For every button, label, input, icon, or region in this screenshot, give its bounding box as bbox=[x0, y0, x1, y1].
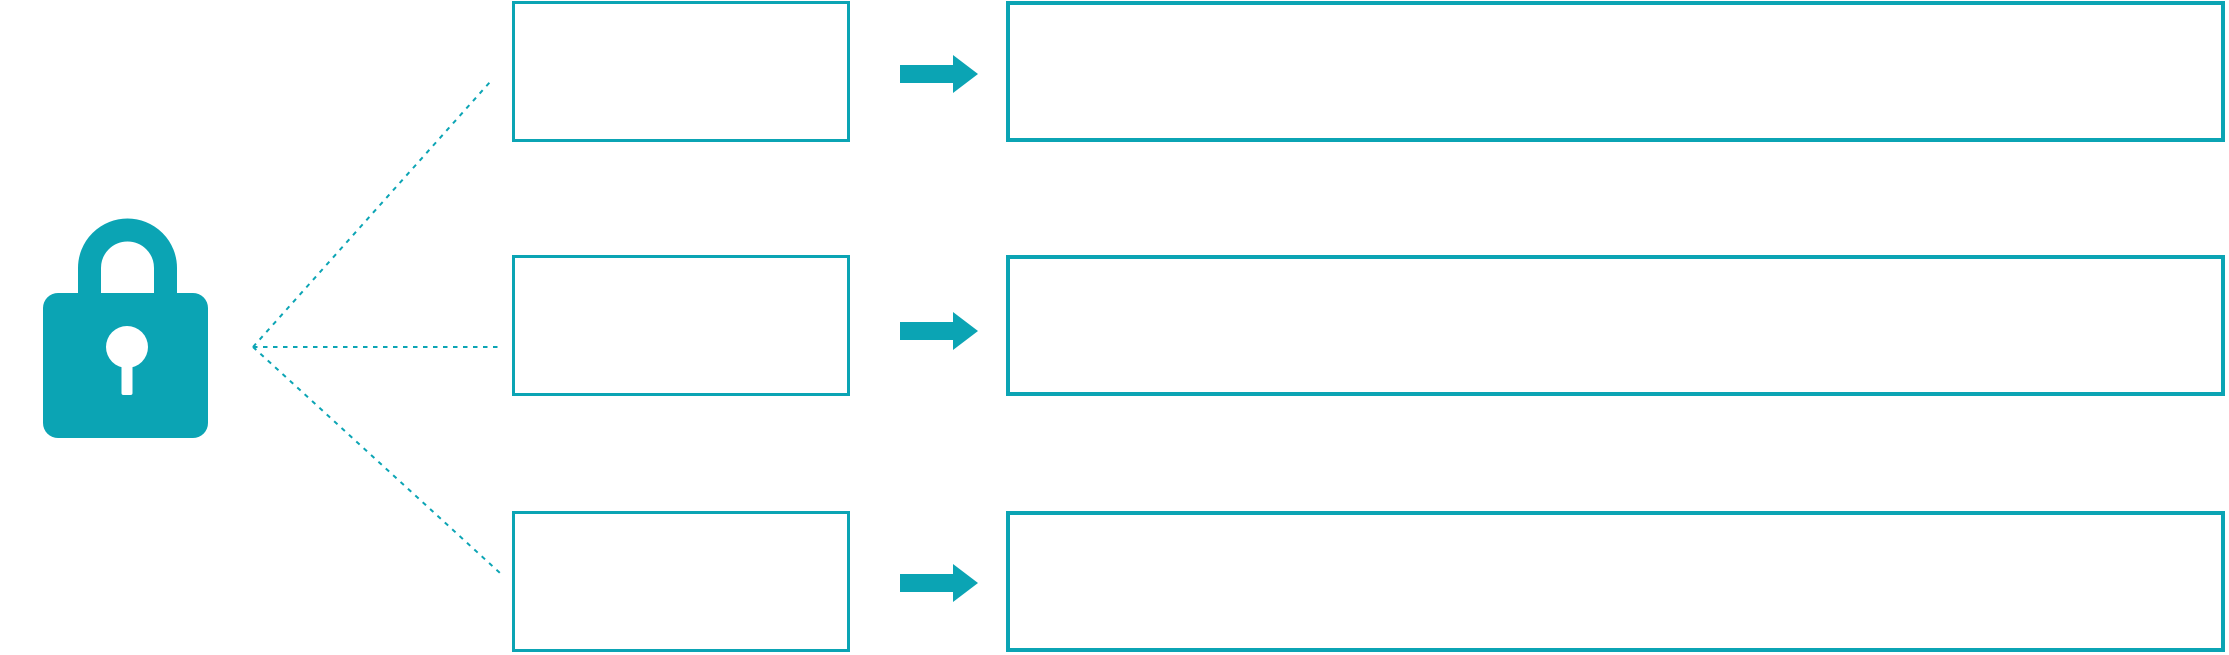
arrow-shape bbox=[900, 55, 978, 93]
source-box bbox=[512, 1, 850, 142]
connector-line-top bbox=[252, 81, 491, 348]
target-box bbox=[1006, 1, 2225, 142]
connector-line-bottom bbox=[252, 346, 501, 574]
right-arrow-icon bbox=[900, 55, 978, 93]
source-box bbox=[512, 511, 850, 652]
arrow-shape bbox=[900, 564, 978, 602]
arrow-shape bbox=[900, 312, 978, 350]
right-arrow-icon bbox=[900, 312, 978, 350]
source-box bbox=[512, 255, 850, 396]
lock-keyhole-stem bbox=[121, 347, 133, 395]
lock-icon bbox=[43, 218, 208, 438]
target-box bbox=[1006, 255, 2225, 396]
lock-shackle-shape bbox=[78, 218, 177, 328]
target-box bbox=[1006, 511, 2225, 652]
right-arrow-icon bbox=[900, 564, 978, 602]
